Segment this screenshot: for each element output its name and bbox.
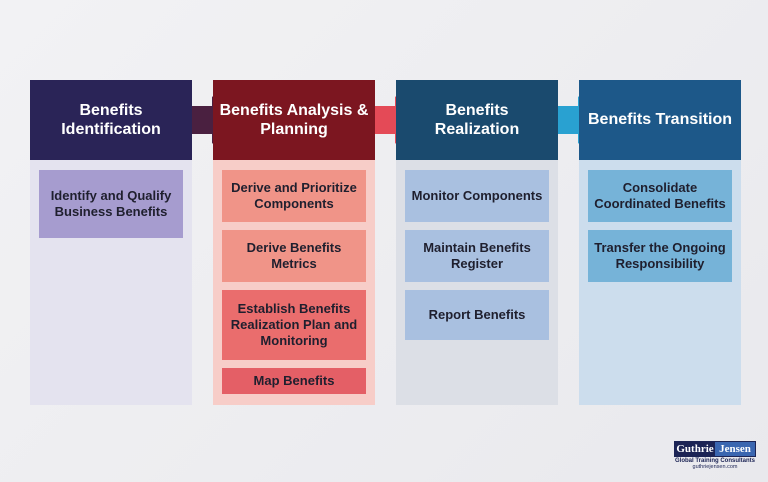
step-item: Consolidate Coordinated Benefits bbox=[588, 170, 732, 222]
logo-left-word: Guthrie bbox=[675, 442, 715, 456]
column-body: Consolidate Coordinated Benefits Transfe… bbox=[579, 160, 741, 405]
step-item: Derive and Prioritize Components bbox=[222, 170, 366, 222]
brand-logo: Guthrie Jensen Global Training Consultan… bbox=[674, 441, 756, 470]
column-body: Derive and Prioritize Components Derive … bbox=[213, 160, 375, 405]
step-item: Map Benefits bbox=[222, 368, 366, 394]
step-item: Monitor Components bbox=[405, 170, 549, 222]
logo-url: guthriejensen.com bbox=[692, 464, 738, 470]
step-item: Identify and Qualify Business Benefits bbox=[39, 170, 183, 238]
step-item: Establish Benefits Realization Plan and … bbox=[222, 290, 366, 360]
logo-tagline: Global Training Consultants bbox=[674, 458, 755, 464]
column-header: Benefits Identification bbox=[30, 80, 192, 160]
step-item: Report Benefits bbox=[405, 290, 549, 340]
step-item: Transfer the Ongoing Responsibility bbox=[588, 230, 732, 282]
column-header: Benefits Analysis & Planning bbox=[213, 80, 375, 160]
step-item: Maintain Benefits Register bbox=[405, 230, 549, 282]
step-item: Derive Benefits Metrics bbox=[222, 230, 366, 282]
logo-right-word: Jensen bbox=[715, 442, 755, 456]
column-header: Benefits Transition bbox=[579, 80, 741, 160]
column-header: Benefits Realization bbox=[396, 80, 558, 160]
column-body: Identify and Qualify Business Benefits bbox=[30, 160, 192, 405]
column-body: Monitor Components Maintain Benefits Reg… bbox=[396, 160, 558, 405]
logo-wordmark: Guthrie Jensen bbox=[674, 441, 756, 457]
